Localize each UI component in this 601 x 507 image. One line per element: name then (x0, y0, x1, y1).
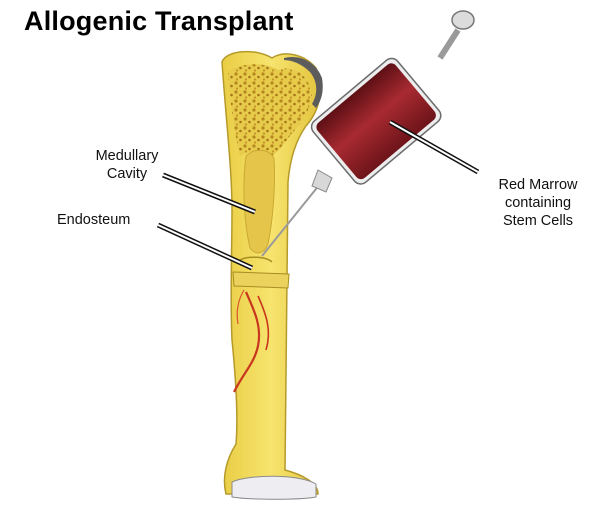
spongy-bone-proximal (228, 64, 312, 156)
label-medullary-line1: Medullary (95, 148, 159, 164)
syringe-needle (261, 183, 321, 257)
label-endosteum: Endosteum (57, 211, 130, 229)
label-endosteum-text: Endosteum (57, 212, 131, 228)
pointer-red-marrow (388, 119, 480, 175)
pointer-endosteum (156, 222, 254, 271)
label-redmarrow-line3: Stem Cells (502, 213, 574, 229)
label-redmarrow-line1: Red Marrow (498, 177, 578, 193)
plunger-handle (451, 10, 475, 30)
label-medullary-cavity: Medullary Cavity (82, 147, 172, 183)
bone-section-cut (232, 271, 290, 289)
syringe (310, 57, 442, 185)
label-medullary-line2: Cavity (106, 166, 148, 182)
pointer-medullary (162, 172, 256, 215)
syringe-plunger (437, 28, 461, 60)
label-redmarrow-line2: containing (504, 195, 572, 211)
page-title: Allogenic Transplant (24, 6, 294, 36)
head-cartilage (284, 56, 323, 108)
medullary-cavity (243, 149, 276, 254)
blood-vessel (233, 291, 261, 393)
distal-cartilage (231, 475, 317, 500)
label-red-marrow: Red Marrow containing Stem Cells (482, 176, 594, 230)
